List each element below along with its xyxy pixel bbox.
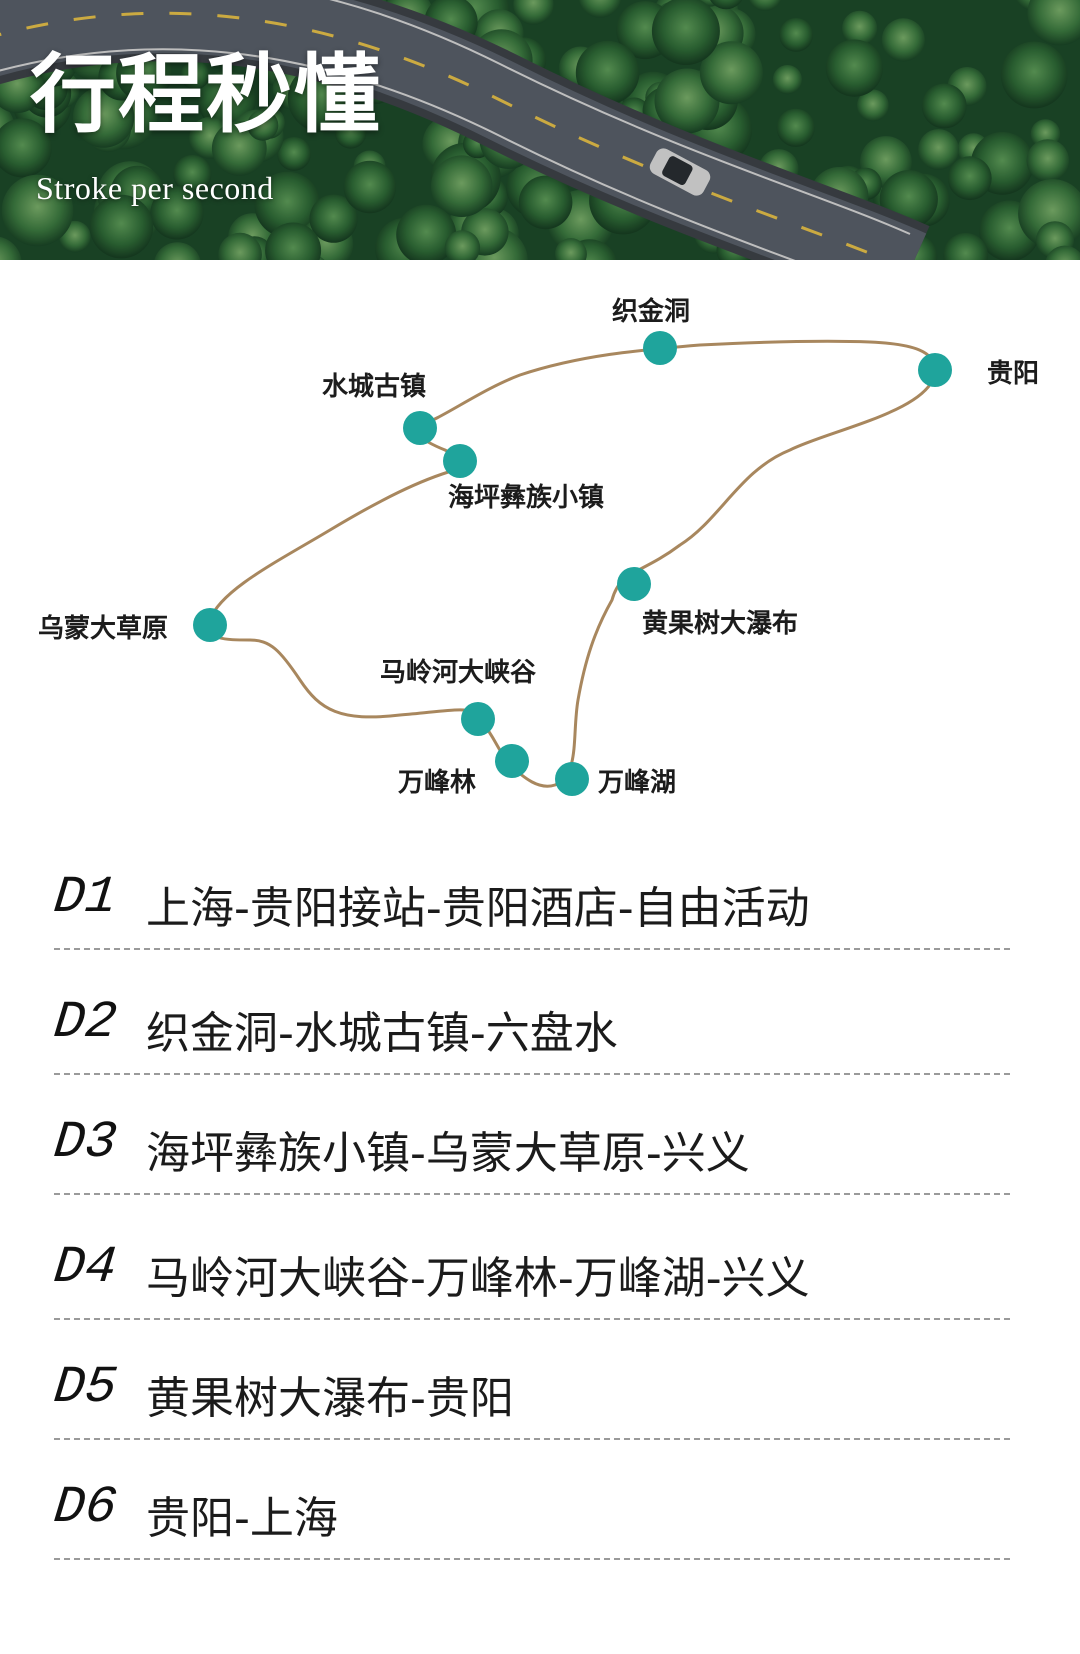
tree-canopy bbox=[1045, 245, 1080, 260]
stop-marker-shuichengguzhen[interactable] bbox=[403, 411, 437, 445]
tree-canopy bbox=[0, 236, 22, 260]
day-route: 织金洞-水城古镇-六盘水 bbox=[146, 1008, 618, 1059]
tree-canopy bbox=[710, 0, 743, 10]
tree-canopy bbox=[150, 186, 204, 240]
tree-canopy bbox=[173, 155, 212, 194]
tree-canopy bbox=[825, 39, 884, 97]
stop-marker-malinghedaxiagu[interactable] bbox=[461, 702, 495, 736]
stop-marker-wanfenglin[interactable] bbox=[495, 744, 529, 778]
day-code: D5 bbox=[50, 1358, 120, 1417]
itinerary-row: D6 贵阳-上海 bbox=[50, 1470, 1010, 1560]
tree-canopy bbox=[444, 230, 481, 260]
dashed-divider bbox=[54, 1073, 1010, 1075]
tree-canopy bbox=[776, 108, 815, 147]
route-line bbox=[207, 339, 937, 788]
tree-canopy bbox=[857, 89, 889, 122]
day-route: 马岭河大峡谷-万峰林-万峰湖-兴义 bbox=[146, 1253, 810, 1304]
tree-canopy bbox=[1026, 139, 1070, 182]
dashed-divider bbox=[54, 1438, 1010, 1440]
day-route: 黄果树大瀑布-贵阳 bbox=[146, 1373, 514, 1424]
tree-canopy bbox=[651, 0, 720, 65]
tree-canopy bbox=[277, 137, 311, 171]
itinerary-row: D2 织金洞-水城古镇-六盘水 bbox=[50, 985, 1010, 1075]
tree-canopy bbox=[265, 222, 322, 260]
tree-canopy bbox=[918, 129, 959, 170]
tree-canopy bbox=[842, 10, 878, 46]
tree-canopy bbox=[1027, 0, 1080, 46]
tree-canopy bbox=[430, 155, 493, 217]
tree-canopy bbox=[749, 0, 781, 11]
tree-canopy bbox=[197, 71, 256, 130]
day-code: D2 bbox=[50, 993, 120, 1052]
stop-label-wanfenghu: 万峰湖 bbox=[598, 768, 676, 798]
day-code: D6 bbox=[50, 1478, 120, 1537]
forest-road-photo bbox=[0, 0, 1080, 260]
tree-canopy bbox=[947, 156, 992, 201]
route-map: 织金洞 贵阳 水城古镇 海坪彝族小镇 乌蒙大草原 马岭河大峡谷 万峰林 万峰湖 … bbox=[0, 260, 1080, 820]
tree-canopy bbox=[180, 60, 210, 90]
stop-label-wanfenglin: 万峰林 bbox=[398, 768, 476, 798]
tree-canopy bbox=[396, 204, 457, 260]
dashed-divider bbox=[54, 1318, 1010, 1320]
hero-banner: 行程秒懂 Stroke per second bbox=[0, 0, 1080, 260]
tree-canopy bbox=[154, 242, 201, 260]
page-title: 行程秒懂 bbox=[30, 44, 382, 145]
day-route: 贵阳-上海 bbox=[146, 1493, 338, 1544]
tree-canopy bbox=[254, 171, 321, 238]
tree-canopy bbox=[218, 232, 262, 260]
stop-label-zhijindong: 织金洞 bbox=[612, 296, 690, 327]
dashed-divider bbox=[54, 948, 1010, 950]
stop-marker-wumengdacaoyuan[interactable] bbox=[193, 608, 227, 642]
tree-canopy bbox=[1, 174, 74, 247]
day-route: 上海-贵阳接站-贵阳酒店-自由活动 bbox=[146, 883, 810, 934]
page-subtitle: Stroke per second bbox=[36, 170, 274, 206]
stop-marker-guiyang[interactable] bbox=[918, 353, 952, 387]
dashed-divider bbox=[54, 1558, 1010, 1560]
car-icon bbox=[649, 148, 711, 196]
day-code: D4 bbox=[50, 1238, 120, 1297]
tree-canopy bbox=[89, 194, 154, 259]
stop-marker-huangguoshudapubu[interactable] bbox=[617, 567, 651, 601]
itinerary-row: D3 海坪彝族小镇-乌蒙大草原-兴义 bbox=[50, 1105, 1010, 1195]
stop-label-huangguoshudapubu: 黄果树大瀑布 bbox=[642, 609, 798, 639]
tree-canopy bbox=[554, 238, 587, 260]
tree-canopy bbox=[1000, 41, 1068, 109]
tree-canopy bbox=[943, 233, 988, 260]
tree-canopy bbox=[772, 65, 803, 95]
tree-canopy bbox=[334, 117, 367, 149]
stop-label-guiyang: 贵阳 bbox=[987, 359, 1039, 389]
day-code: D3 bbox=[50, 1113, 120, 1172]
tree-canopy bbox=[513, 0, 554, 25]
stop-label-wumengdacaoyuan: 乌蒙大草原 bbox=[38, 613, 168, 644]
itinerary-row: D1 上海-贵阳接站-贵阳酒店-自由活动 bbox=[50, 860, 1010, 950]
tree-canopy bbox=[575, 40, 640, 105]
day-route: 海坪彝族小镇-乌蒙大草原-兴义 bbox=[146, 1128, 750, 1179]
tree-canopy bbox=[247, 109, 279, 141]
tree-canopy bbox=[921, 83, 967, 129]
stop-marker-haipingyizuxiaozhen[interactable] bbox=[443, 444, 477, 478]
day-code: D1 bbox=[50, 868, 120, 927]
tree-canopy bbox=[343, 160, 397, 214]
stop-label-malinghedaxiagu: 马岭河大峡谷 bbox=[380, 658, 537, 688]
dashed-divider bbox=[54, 1193, 1010, 1195]
tree-canopy bbox=[579, 0, 621, 18]
tree-canopy bbox=[881, 18, 925, 62]
tree-canopy bbox=[699, 41, 763, 105]
tree-canopy bbox=[779, 18, 813, 52]
tree-canopy bbox=[0, 118, 52, 178]
stop-label-shuichengguzhen: 水城古镇 bbox=[322, 372, 426, 402]
stop-marker-wanfenghu[interactable] bbox=[555, 762, 589, 796]
stop-label-haipingyizuxiaozhen: 海坪彝族小镇 bbox=[448, 482, 604, 513]
stop-marker-zhijindong[interactable] bbox=[643, 331, 677, 365]
itinerary-row: D5 黄果树大瀑布-贵阳 bbox=[50, 1350, 1010, 1440]
tree-canopy bbox=[518, 175, 573, 230]
itinerary-row: D4 马岭河大峡谷-万峰林-万峰湖-兴义 bbox=[50, 1230, 1010, 1320]
tree-canopy bbox=[309, 194, 358, 243]
tree-canopy bbox=[72, 86, 135, 148]
